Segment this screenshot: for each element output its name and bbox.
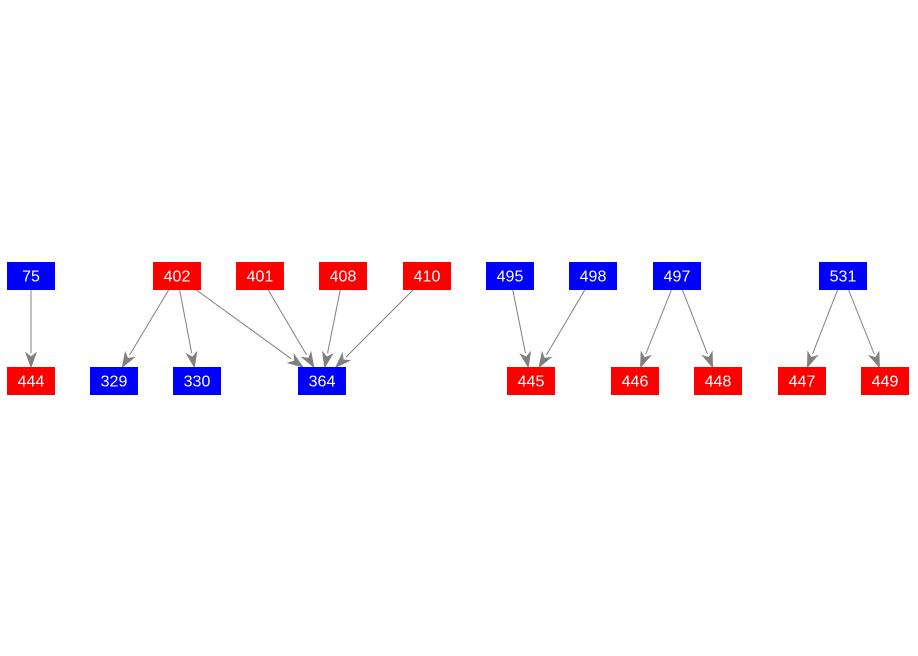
node-401: 401 xyxy=(236,262,284,290)
edge-line xyxy=(545,289,586,356)
node-364: 364 xyxy=(298,367,346,395)
edge-495-to-445 xyxy=(512,289,532,369)
node-box xyxy=(403,262,451,290)
edge-line xyxy=(327,289,341,354)
node-box xyxy=(298,367,346,395)
arrowhead-icon xyxy=(640,350,652,369)
node-box xyxy=(507,367,555,395)
node-box xyxy=(819,262,867,290)
node-408: 408 xyxy=(319,262,367,290)
node-label: 531 xyxy=(830,269,857,286)
edge-line xyxy=(512,289,526,354)
edge-line xyxy=(129,289,170,356)
arrowhead-icon xyxy=(334,351,352,369)
node-box xyxy=(486,262,534,290)
edge-497-to-446 xyxy=(640,289,672,369)
node-445: 445 xyxy=(507,367,555,395)
node-label: 402 xyxy=(164,269,191,286)
edge-410-to-364 xyxy=(334,289,414,369)
node-label: 401 xyxy=(247,269,274,286)
node-448: 448 xyxy=(694,367,742,395)
node-444: 444 xyxy=(7,367,55,395)
node-label: 364 xyxy=(309,374,336,391)
arrowhead-icon xyxy=(121,350,136,369)
arrowhead-icon xyxy=(701,350,714,369)
node-box xyxy=(236,262,284,290)
node-75: 75 xyxy=(7,262,55,290)
arrowhead-icon xyxy=(321,350,334,369)
node-box xyxy=(778,367,826,395)
node-497: 497 xyxy=(653,262,701,290)
edge-line xyxy=(812,289,838,355)
edge-402-to-364 xyxy=(196,289,304,368)
arrowhead-icon xyxy=(538,350,553,369)
edge-line xyxy=(645,289,672,355)
edge-402-to-330 xyxy=(179,289,198,369)
node-330: 330 xyxy=(173,367,221,395)
node-box xyxy=(569,262,617,290)
node-447: 447 xyxy=(778,367,826,395)
node-495: 495 xyxy=(486,262,534,290)
node-402: 402 xyxy=(153,262,201,290)
node-box xyxy=(861,367,909,395)
node-label: 447 xyxy=(789,374,816,391)
node-label: 444 xyxy=(18,374,45,391)
node-box xyxy=(7,367,55,395)
edge-line xyxy=(345,289,414,358)
node-box xyxy=(694,367,742,395)
arrowhead-icon xyxy=(24,351,38,369)
node-label: 408 xyxy=(330,269,357,286)
arrowhead-icon xyxy=(868,350,880,369)
edge-401-to-364 xyxy=(267,289,315,369)
edges-layer xyxy=(24,289,880,369)
node-label: 498 xyxy=(580,269,607,286)
node-label: 410 xyxy=(414,269,441,286)
edge-402-to-329 xyxy=(121,289,170,369)
edge-line xyxy=(682,289,708,355)
edge-498-to-445 xyxy=(538,289,586,369)
node-label: 446 xyxy=(622,374,649,391)
node-label: 445 xyxy=(518,374,545,391)
node-box xyxy=(173,367,221,395)
node-446: 446 xyxy=(611,367,659,395)
node-label: 330 xyxy=(184,374,211,391)
nodes-layer: 75 444 402 401 408 410 329 330 364 495 498 445 497 44… xyxy=(7,262,909,395)
edge-531-to-449 xyxy=(848,289,880,369)
node-498: 498 xyxy=(569,262,617,290)
node-box xyxy=(653,262,701,290)
edge-531-to-447 xyxy=(806,289,838,369)
node-box xyxy=(7,262,55,290)
node-box xyxy=(153,262,201,290)
edge-line xyxy=(179,289,193,354)
arrowhead-icon xyxy=(300,350,315,369)
arrowhead-icon xyxy=(185,350,198,369)
edge-line xyxy=(267,289,308,356)
edge-497-to-448 xyxy=(682,289,714,369)
edge-408-to-364 xyxy=(321,289,341,369)
node-box xyxy=(90,367,138,395)
edge-line xyxy=(848,289,875,355)
edge-75-to-444 xyxy=(24,290,38,369)
node-449: 449 xyxy=(861,367,909,395)
node-531: 531 xyxy=(819,262,867,290)
node-label: 497 xyxy=(664,269,691,286)
node-label: 75 xyxy=(22,269,40,286)
arrowhead-icon xyxy=(286,353,304,368)
edge-line xyxy=(196,289,292,360)
arrowhead-icon xyxy=(519,350,532,369)
node-box xyxy=(611,367,659,395)
node-329: 329 xyxy=(90,367,138,395)
node-label: 449 xyxy=(872,374,899,391)
node-label: 329 xyxy=(101,374,128,391)
node-410: 410 xyxy=(403,262,451,290)
node-box xyxy=(319,262,367,290)
node-label: 495 xyxy=(497,269,524,286)
arrowhead-icon xyxy=(806,350,819,369)
node-label: 448 xyxy=(705,374,732,391)
